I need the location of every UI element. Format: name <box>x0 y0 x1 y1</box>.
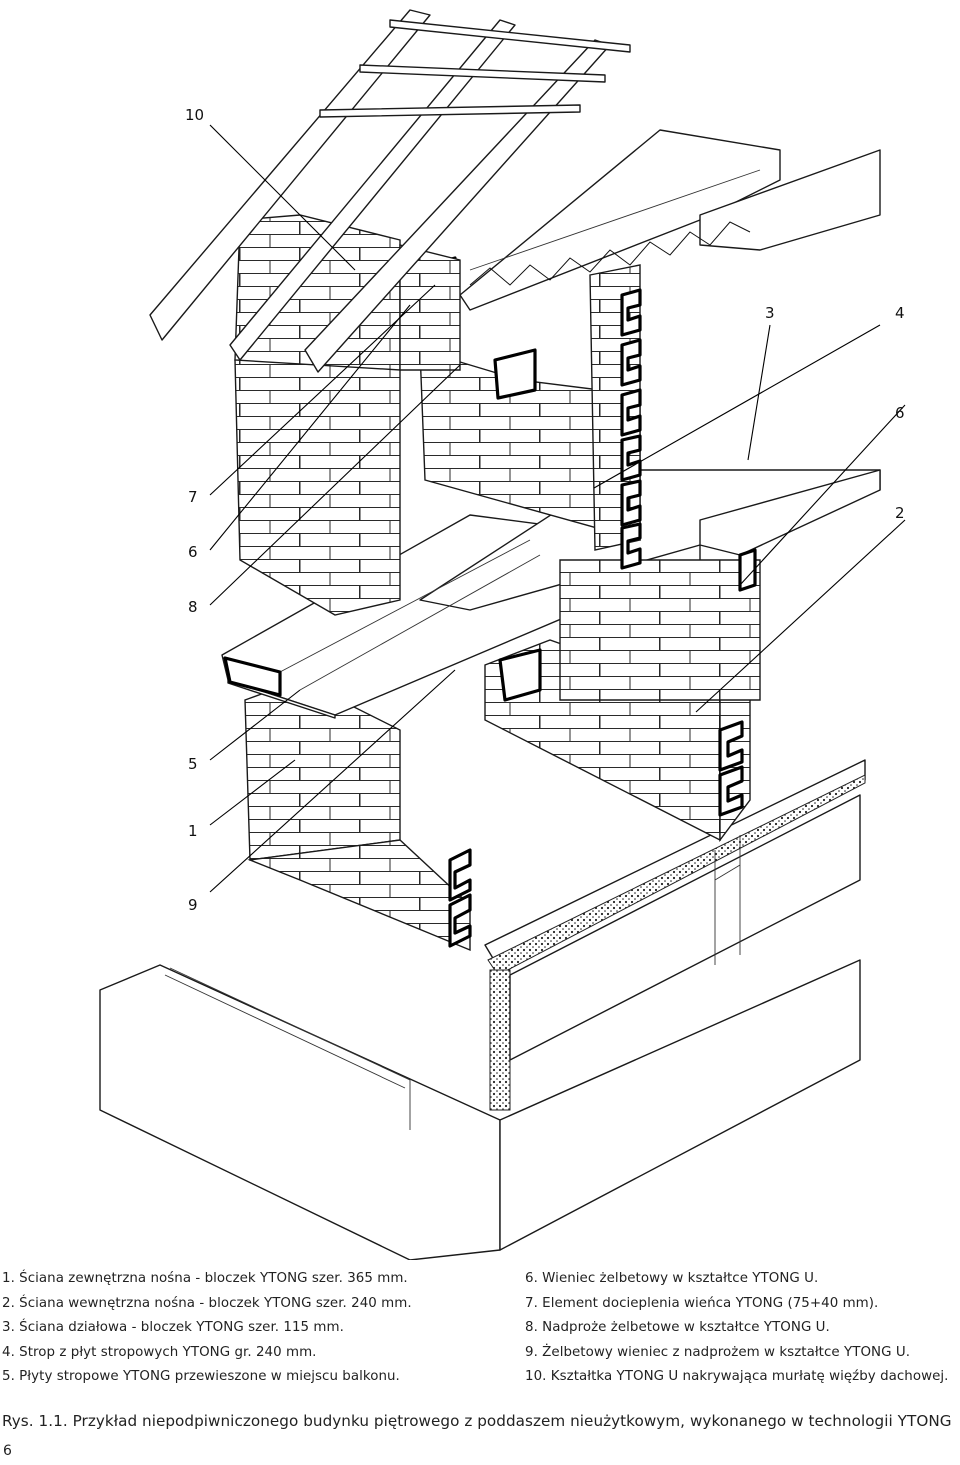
attic-walls <box>234 214 461 371</box>
legend-item-4: 4. Strop z płyt stropowych YTONG gr. 240… <box>2 1344 317 1360</box>
callout-8: 8 <box>188 598 198 616</box>
page-number: 6 <box>3 1443 12 1459</box>
callout-1: 1 <box>188 822 198 840</box>
callout-numbers: 10 3 4 6 2 7 6 8 5 1 9 <box>185 106 905 914</box>
legend-item-2: 2. Ściana wewnętrzna nośna - bloczek YTO… <box>2 1295 412 1311</box>
legend-item-9: 9. Żelbetowy wieniec z nadprożem w kszta… <box>525 1344 910 1360</box>
callout-6-right: 6 <box>895 404 905 422</box>
first-floor-u-blocks <box>493 288 757 702</box>
legend-item-7: 7. Element docieplenia wieńca YTONG (75+… <box>525 1295 879 1311</box>
callout-10: 10 <box>185 106 204 124</box>
callout-7: 7 <box>188 488 198 506</box>
callout-2: 2 <box>895 504 905 522</box>
callout-5: 5 <box>188 755 198 773</box>
ground-floor-u-blocks <box>448 720 744 948</box>
legend-item-3: 3. Ściana działowa - bloczek YTONG szer.… <box>2 1320 344 1335</box>
roof-structure <box>149 9 631 373</box>
callout-3: 3 <box>765 304 775 322</box>
building-section-drawing: 10 3 4 6 2 7 6 8 5 1 9 <box>99 9 906 1260</box>
leader-lines <box>209 124 906 893</box>
legend-item-5: 5. Płyty stropowe YTONG przewieszone w m… <box>2 1369 400 1384</box>
legend-left-column: 1. Ściana zewnętrzna nośna - bloczek YTO… <box>2 1267 412 1390</box>
legend-item-1: 1. Ściana zewnętrzna nośna - bloczek YTO… <box>2 1271 408 1286</box>
legend-right-column: 6. Wieniec żelbetowy w kształtce YTONG U… <box>525 1267 948 1390</box>
figure-caption: Rys. 1.1. Przykład niepodpiwniczonego bu… <box>2 1412 952 1430</box>
callout-9: 9 <box>188 896 198 914</box>
ground-floor-slab <box>484 759 866 1111</box>
legend-item-6: 6. Wieniec żelbetowy w kształtce YTONG U… <box>525 1271 819 1286</box>
first-floor-walls <box>234 264 761 701</box>
legend-item-8: 8. Nadproże żelbetowe w kształtce YTONG … <box>525 1320 830 1335</box>
foundation <box>99 959 861 1260</box>
callout-4: 4 <box>895 304 905 322</box>
callout-6-left: 6 <box>188 543 198 561</box>
legend-item-10: 10. Kształtka YTONG U nakrywająca murłat… <box>525 1369 949 1384</box>
